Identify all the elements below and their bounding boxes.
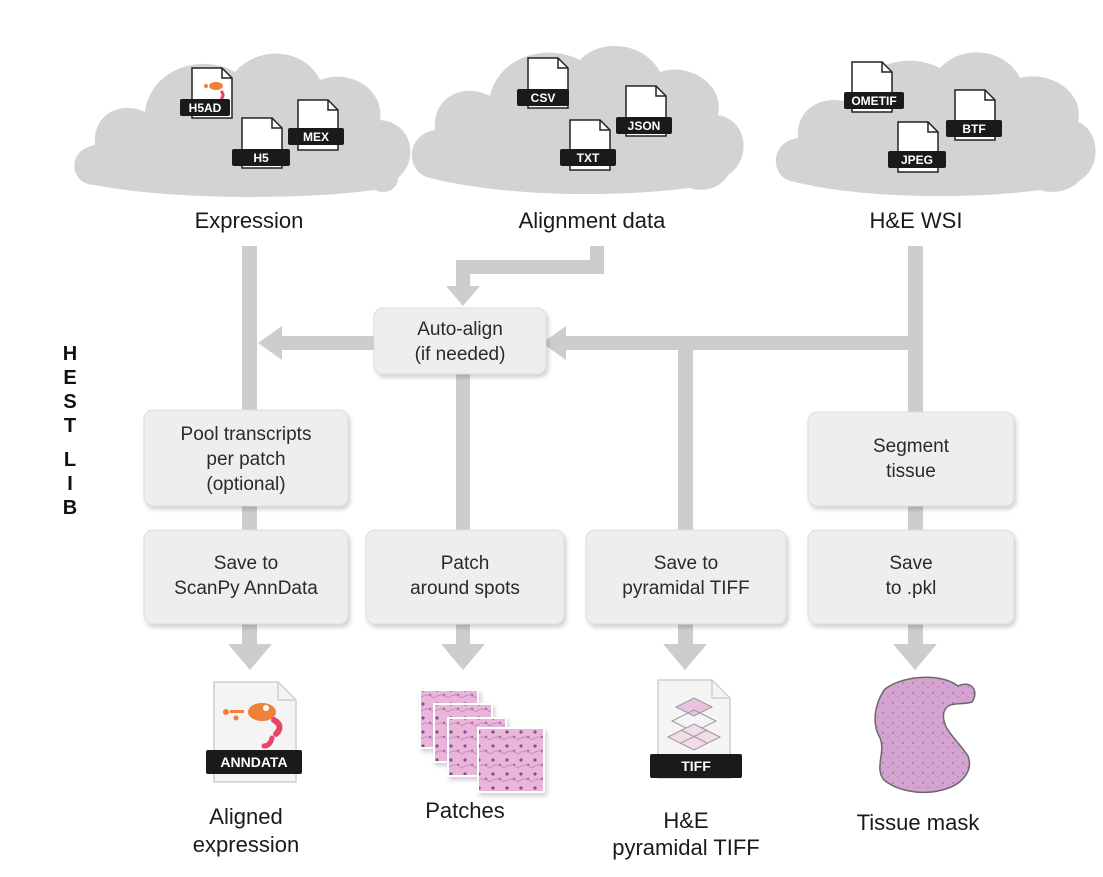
- svg-text:Save: Save: [889, 553, 932, 574]
- file-tag: BTF: [962, 122, 985, 136]
- side-label-hest-lib: H E S T L I B: [63, 343, 77, 519]
- svg-text:around spots: around spots: [410, 578, 520, 599]
- file-icon-btf: BTF: [946, 89, 1002, 141]
- file-icon-jpeg: JPEG: [888, 121, 946, 173]
- svg-text:Patch: Patch: [441, 553, 490, 574]
- file-tag: H5AD: [189, 101, 222, 115]
- step-save-tiff: Save to pyramidal TIFF: [585, 529, 787, 625]
- svg-text:Segment: Segment: [873, 436, 950, 457]
- svg-text:(if needed): (if needed): [415, 344, 506, 365]
- svg-text:ScanPy AnnData: ScanPy AnnData: [174, 578, 318, 599]
- source-label-alignment: Alignment data: [519, 208, 667, 233]
- file-tag: H5: [253, 151, 269, 165]
- svg-text:S: S: [63, 391, 76, 413]
- svg-text:B: B: [63, 497, 77, 519]
- svg-text:H: H: [63, 343, 77, 365]
- file-tag: TXT: [577, 151, 600, 165]
- file-icon-json: JSON: [616, 85, 672, 137]
- svg-text:pyramidal TIFF: pyramidal TIFF: [622, 578, 749, 599]
- output-label-aligned-2: expression: [193, 832, 299, 857]
- source-label-wsi: H&E WSI: [870, 208, 963, 233]
- file-tag: CSV: [531, 91, 556, 105]
- anndata-tag: ANNDATA: [220, 754, 287, 770]
- step-save-pkl: Save to .pkl: [807, 529, 1015, 625]
- svg-text:per patch: per patch: [206, 449, 285, 470]
- svg-text:L: L: [64, 449, 76, 471]
- svg-text:Auto-align: Auto-align: [417, 319, 503, 340]
- step-patch-spots: Patch around spots: [365, 529, 565, 625]
- output-label-aligned: Aligned: [209, 804, 282, 829]
- cloud-wsi: [775, 52, 1096, 197]
- step-pool-transcripts: Pool transcripts per patch (optional): [143, 409, 349, 507]
- anndata-file-icon: ANNDATA: [206, 681, 302, 783]
- tiff-file-icon: TIFF: [650, 679, 742, 779]
- file-icon-mex: MEX: [288, 99, 344, 151]
- file-tag: JSON: [628, 119, 661, 133]
- tissue-mask-icon: [874, 676, 976, 794]
- file-icon-ometif: OMETIF: [844, 61, 904, 113]
- svg-text:Save to: Save to: [214, 553, 278, 574]
- output-label-he: H&E: [663, 808, 708, 833]
- step-segment-tissue: Segment tissue: [807, 411, 1015, 507]
- file-tag: JPEG: [901, 153, 933, 167]
- tiff-tag: TIFF: [681, 758, 711, 774]
- file-icon-csv: CSV: [517, 57, 569, 109]
- svg-text:I: I: [67, 473, 73, 495]
- svg-text:to .pkl: to .pkl: [886, 578, 937, 599]
- file-icon-txt: TXT: [560, 119, 616, 171]
- svg-text:(optional): (optional): [206, 474, 285, 495]
- svg-text:T: T: [64, 415, 76, 437]
- file-tag: OMETIF: [851, 94, 896, 108]
- svg-text:E: E: [63, 367, 76, 389]
- file-tag: MEX: [303, 130, 329, 144]
- file-icon-h5: H5: [232, 117, 290, 169]
- step-save-anndata: Save to ScanPy AnnData: [143, 529, 349, 625]
- file-icon-h5ad: H5AD: [180, 67, 233, 119]
- step-auto-align: Auto-align (if needed): [373, 307, 547, 375]
- svg-text:Pool transcripts: Pool transcripts: [181, 424, 312, 445]
- patches-stack-icon: [419, 689, 545, 793]
- output-label-pyramidal-tiff: pyramidal TIFF: [612, 835, 760, 860]
- svg-text:Save to: Save to: [654, 553, 718, 574]
- svg-text:tissue: tissue: [886, 461, 936, 482]
- output-label-tissue-mask: Tissue mask: [857, 810, 981, 835]
- output-label-patches: Patches: [425, 798, 505, 823]
- source-label-expression: Expression: [195, 208, 304, 233]
